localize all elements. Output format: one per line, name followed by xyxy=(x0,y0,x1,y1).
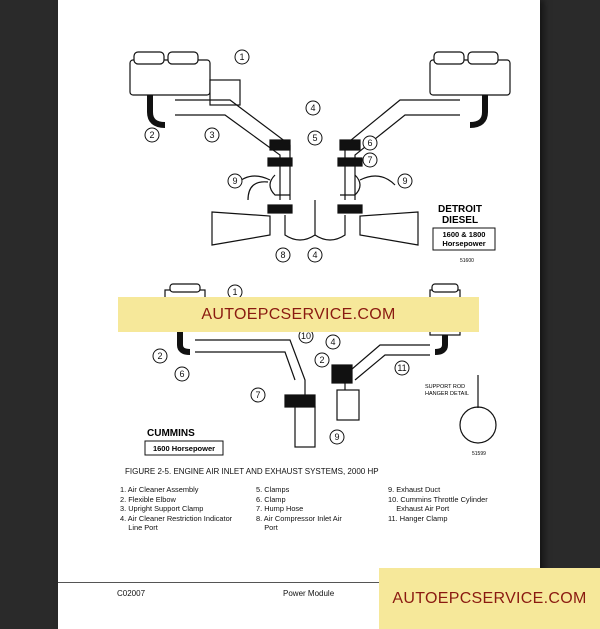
legend-item: 7. Hump Hose xyxy=(256,504,304,514)
legend-item: 4. Air Cleaner Restriction Indicator xyxy=(120,513,233,523)
callout-8: 8 xyxy=(280,250,285,260)
legend-item: 10. Cummins Throttle Cylinder xyxy=(388,494,488,504)
cummins-hp: 1600 Horsepower xyxy=(153,444,215,453)
legend-item: 8. Air Compressor Inlet Air xyxy=(256,513,342,523)
callout-b9: 9 xyxy=(334,432,339,442)
support-detail-line2: HANGER DETAIL xyxy=(425,391,469,397)
callout-7: 7 xyxy=(367,155,372,165)
callout-b1: 1 xyxy=(232,287,237,297)
callout-4: 4 xyxy=(310,103,315,113)
detroit-title-line2: DIESEL xyxy=(442,215,478,226)
detroit-hp-line1: 1600 & 1800 xyxy=(443,230,486,239)
watermark-banner-bottom: AUTOEPCSERVICE.COM xyxy=(379,568,600,629)
engine-diagram: 1 2 3 4 5 6 7 9 9 8 4 1 10 2 6 2 4 11 7 … xyxy=(129,49,511,457)
callout-b6: 6 xyxy=(179,369,184,379)
legend-item: 6. Clamp xyxy=(256,494,286,504)
footer-code: C02007 xyxy=(117,589,146,598)
callout-b11: 11 xyxy=(397,363,406,373)
figure-title: FIGURE 2-5. ENGINE AIR INLET AND EXHAUST… xyxy=(125,467,379,476)
callout-1: 1 xyxy=(239,52,244,62)
cummins-title: CUMMINS xyxy=(147,428,195,439)
callout-6: 6 xyxy=(367,138,372,148)
callout-9b: 9 xyxy=(402,176,407,186)
legend-item: 2. Flexible Elbow xyxy=(120,494,176,504)
legend-item: 11. Hanger Clamp xyxy=(388,513,448,523)
legend-column-2: 5. Clamps 6. Clamp 7. Hump Hose 8. Air C… xyxy=(256,485,342,533)
legend-item: Exhaust Air Port xyxy=(388,504,450,514)
callout-b4: 4 xyxy=(330,337,335,347)
watermark-banner-top: AUTOEPCSERVICE.COM xyxy=(118,297,479,332)
legend-item: Line Port xyxy=(120,523,158,533)
legend-item: 5. Clamps xyxy=(256,485,290,494)
legend-item: 1. Air Cleaner Assembly xyxy=(120,485,199,494)
watermark-text: AUTOEPCSERVICE.COM xyxy=(201,305,396,323)
legend-column-3: 9. Exhaust Duct 10. Cummins Throttle Cyl… xyxy=(388,485,488,523)
legend-item: Port xyxy=(256,523,278,533)
callout-b7: 7 xyxy=(255,390,260,400)
callout-9a: 9 xyxy=(232,176,237,186)
detroit-code: 51600 xyxy=(460,258,474,264)
cummins-code: 51599 xyxy=(472,451,486,457)
detroit-title-line1: DETROIT xyxy=(438,204,482,215)
legend-item: 3. Upright Support Clamp xyxy=(120,504,204,514)
callout-5: 5 xyxy=(312,133,317,143)
footer-section: Power Module xyxy=(283,589,335,598)
support-detail-line1: SUPPORT ROD xyxy=(425,384,465,390)
legend-item: 9. Exhaust Duct xyxy=(388,485,441,494)
callout-4b: 4 xyxy=(312,250,317,260)
callout-3: 3 xyxy=(209,130,214,140)
callout-b2: 2 xyxy=(157,351,162,361)
detroit-hp-line2: Horsepower xyxy=(442,239,485,248)
legend-column-1: 1. Air Cleaner Assembly 2. Flexible Elbo… xyxy=(120,485,232,533)
callout-b2b: 2 xyxy=(319,355,324,365)
callout-b10: 10 xyxy=(301,331,311,341)
watermark-text: AUTOEPCSERVICE.COM xyxy=(392,589,587,607)
footer-divider xyxy=(58,582,540,583)
callout-2: 2 xyxy=(149,130,154,140)
